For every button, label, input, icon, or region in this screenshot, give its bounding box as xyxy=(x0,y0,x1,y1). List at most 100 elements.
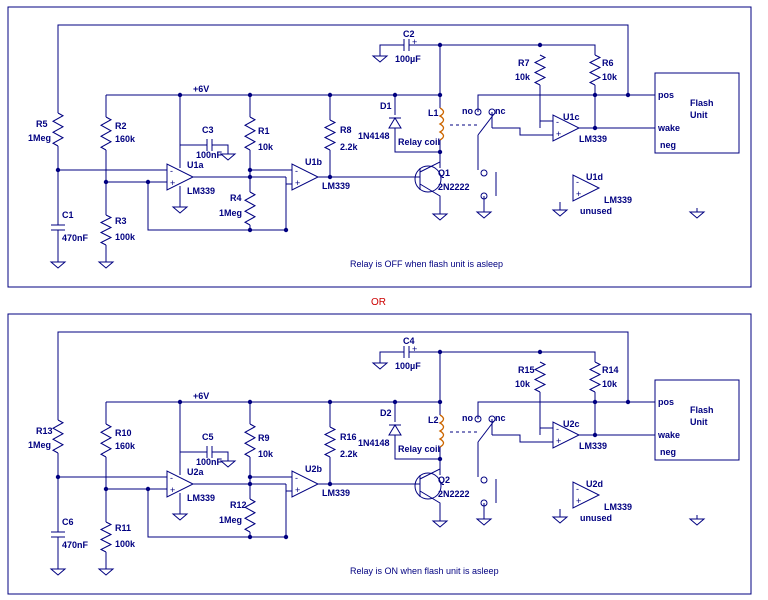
circuit-panel-2: R131MegC6470nF+6VR10160kR11100kC5100nF-+… xyxy=(7,313,752,595)
r8-value: 2.2k xyxy=(340,449,359,459)
junction-dot xyxy=(437,92,443,98)
resistor-symbol xyxy=(243,498,257,533)
wire xyxy=(492,434,553,443)
q1-label: Q1 xyxy=(438,168,450,178)
r8-value: 2.2k xyxy=(340,142,359,152)
plus-sign: - xyxy=(556,424,559,434)
junction-dot xyxy=(145,179,151,185)
d1-label: D2 xyxy=(380,408,392,418)
resistor-symbol xyxy=(323,119,337,151)
u1a-value: LM339 xyxy=(187,493,215,503)
u1b-value: LM339 xyxy=(322,181,350,191)
wire xyxy=(540,44,596,55)
r5-value: 1Meg xyxy=(28,133,51,143)
diode-icon xyxy=(388,424,402,436)
flash-neg-label: neg xyxy=(660,447,676,457)
wire xyxy=(594,85,628,96)
plus-sign: + xyxy=(556,436,561,446)
plus-sign: - xyxy=(170,473,173,483)
ground-icon xyxy=(688,211,706,219)
resistor-symbol xyxy=(51,112,65,147)
r6-label: R6 xyxy=(602,58,614,68)
supply-label: +6V xyxy=(193,84,209,94)
u1c-value: LM339 xyxy=(579,441,607,451)
u1b-value: LM339 xyxy=(322,488,350,498)
relay-switch-arm xyxy=(477,420,495,443)
q1-label: Q2 xyxy=(438,475,450,485)
ground-icon xyxy=(431,213,449,221)
c3-value: 100nF xyxy=(196,150,223,160)
r7-value: 10k xyxy=(515,379,531,389)
r5-value: 1Meg xyxy=(28,440,51,450)
q1-value: 2N2222 xyxy=(438,489,470,499)
d1-value: 1N4148 xyxy=(358,131,390,141)
r8-label: R8 xyxy=(340,125,352,135)
ground-icon xyxy=(49,568,67,576)
comparator-icon xyxy=(291,470,320,498)
r1-label: R9 xyxy=(258,433,270,443)
panel-frame xyxy=(7,313,752,595)
c2-value: 100µF xyxy=(395,54,421,64)
ground-icon xyxy=(371,55,389,63)
relay-coil-icon xyxy=(438,414,445,448)
ground-icon xyxy=(97,261,115,269)
flash-pos-label: pos xyxy=(658,90,674,100)
plus-sign: - xyxy=(556,117,559,127)
flash-title-2: Unit xyxy=(690,110,708,120)
relay-no-label: no xyxy=(462,106,473,116)
r3-value: 100k xyxy=(115,232,136,242)
r4-value: 1Meg xyxy=(219,208,242,218)
r4-label: R12 xyxy=(230,500,247,510)
c3-value: 100nF xyxy=(196,457,223,467)
l1-value: Relay coil xyxy=(398,444,440,454)
ground-icon xyxy=(219,153,237,161)
r6-value: 10k xyxy=(602,72,618,82)
c2-label: C2 xyxy=(403,29,415,39)
comparator-icon xyxy=(572,174,601,202)
relay-no-label: no xyxy=(462,413,473,423)
d1-value: 1N4148 xyxy=(358,438,390,448)
plus-sign: + xyxy=(295,178,300,188)
wire xyxy=(212,451,229,457)
relay-switch-arm xyxy=(477,113,495,136)
c3-label: C5 xyxy=(202,432,214,442)
ground-icon xyxy=(551,516,569,524)
flash-unit-box xyxy=(654,379,740,461)
plus-sign: + xyxy=(576,496,581,506)
comparator-icon xyxy=(572,481,601,509)
l1-value: Relay coil xyxy=(398,137,440,147)
c2-plus-sign: + xyxy=(412,37,417,47)
r2-value: 160k xyxy=(115,134,136,144)
r5-label: R13 xyxy=(36,426,53,436)
wire xyxy=(379,44,395,52)
relay-nc-label: nc xyxy=(495,106,506,116)
ground-icon xyxy=(431,520,449,528)
flash-pos-label: pos xyxy=(658,397,674,407)
switch-contact xyxy=(480,476,488,484)
u1d-value: LM339 xyxy=(604,195,632,205)
wire xyxy=(57,331,629,402)
u1b-label: U2b xyxy=(305,464,323,474)
flash-title: Flash xyxy=(690,98,714,108)
r3-label: R11 xyxy=(115,523,131,533)
r6-value: 10k xyxy=(602,379,618,389)
resistor-symbol xyxy=(99,116,113,151)
r3-label: R3 xyxy=(115,216,127,226)
resistor-symbol xyxy=(99,521,113,553)
resistor-symbol xyxy=(243,191,257,226)
c3-label: C3 xyxy=(202,125,214,135)
ground-icon xyxy=(475,211,493,219)
flash-unit-box xyxy=(654,72,740,154)
wire xyxy=(57,24,629,95)
u1d-label: U2d xyxy=(586,479,603,489)
c1-label: C1 xyxy=(62,210,74,220)
wire xyxy=(419,459,441,480)
junction-dot xyxy=(437,399,443,405)
comparator-icon xyxy=(552,421,581,449)
relay-coil-icon xyxy=(438,107,445,141)
resistor-symbol xyxy=(99,214,113,246)
r2-value: 160k xyxy=(115,441,136,451)
u1a-label: U2a xyxy=(187,467,205,477)
resistor-symbol xyxy=(99,423,113,458)
